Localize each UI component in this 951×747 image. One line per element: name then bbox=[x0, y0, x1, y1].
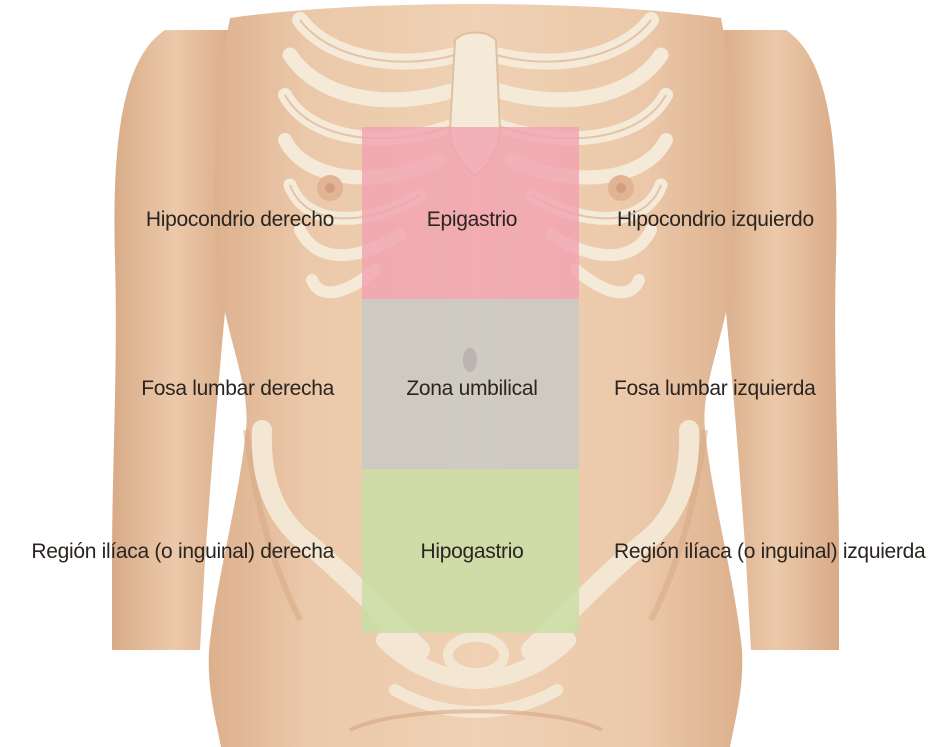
label-region-iliaca-izquierda: Región ilíaca (o inguinal) izquierda bbox=[614, 540, 925, 564]
label-fosa-lumbar-izquierda: Fosa lumbar izquierda bbox=[614, 377, 815, 401]
label-hipogastrio: Hipogastrio bbox=[421, 540, 524, 564]
label-hipocondrio-izquierdo: Hipocondrio izquierdo bbox=[617, 208, 814, 232]
label-epigastrio: Epigastrio bbox=[427, 208, 517, 232]
navel bbox=[463, 348, 477, 372]
label-region-iliaca-derecha: Región ilíaca (o inguinal) derecha bbox=[31, 540, 334, 564]
label-hipocondrio-derecho: Hipocondrio derecho bbox=[146, 208, 334, 232]
label-fosa-lumbar-derecha: Fosa lumbar derecha bbox=[141, 377, 334, 401]
label-zona-umbilical: Zona umbilical bbox=[406, 377, 537, 401]
